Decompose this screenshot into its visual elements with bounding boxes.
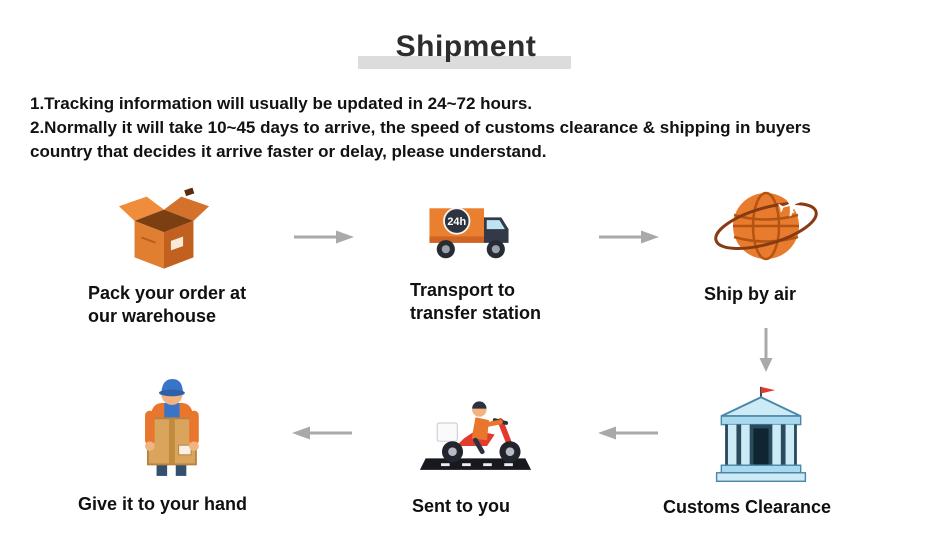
step-label-pack: Pack your order at our warehouse	[88, 283, 247, 327]
open-box-icon	[118, 187, 210, 269]
step-label-give: Give it to your hand	[78, 494, 248, 514]
shipping-notes: 1.Tracking information will usually be u…	[30, 92, 875, 164]
globe-airplane-icon: ✈	[714, 184, 818, 261]
page-title: Shipment	[395, 30, 537, 63]
arrow-left-icon	[598, 426, 658, 440]
step-label-ship-by-air: Ship by air	[704, 284, 797, 304]
person-carrying-box-icon	[145, 378, 199, 476]
arrow-left-icon	[292, 426, 352, 440]
truck-badge-24h: 24h	[447, 216, 466, 228]
arrow-right-icon	[599, 230, 659, 244]
delivery-scooter-icon	[419, 401, 532, 470]
customs-building-icon	[715, 386, 807, 482]
note-line-1: 1.Tracking information will usually be u…	[30, 94, 533, 113]
arrow-down-icon	[759, 328, 773, 372]
step-label-transport: Transport to transfer station	[410, 280, 542, 324]
note-line-2: 2.Normally it will take 10~45 days to ar…	[30, 118, 811, 161]
title-underline-bar	[358, 56, 571, 69]
step-label-customs: Customs Clearance	[663, 497, 832, 517]
truck-24h-icon: 24h	[429, 207, 509, 259]
arrow-right-icon	[294, 230, 354, 244]
step-label-sent: Sent to you	[412, 496, 510, 516]
